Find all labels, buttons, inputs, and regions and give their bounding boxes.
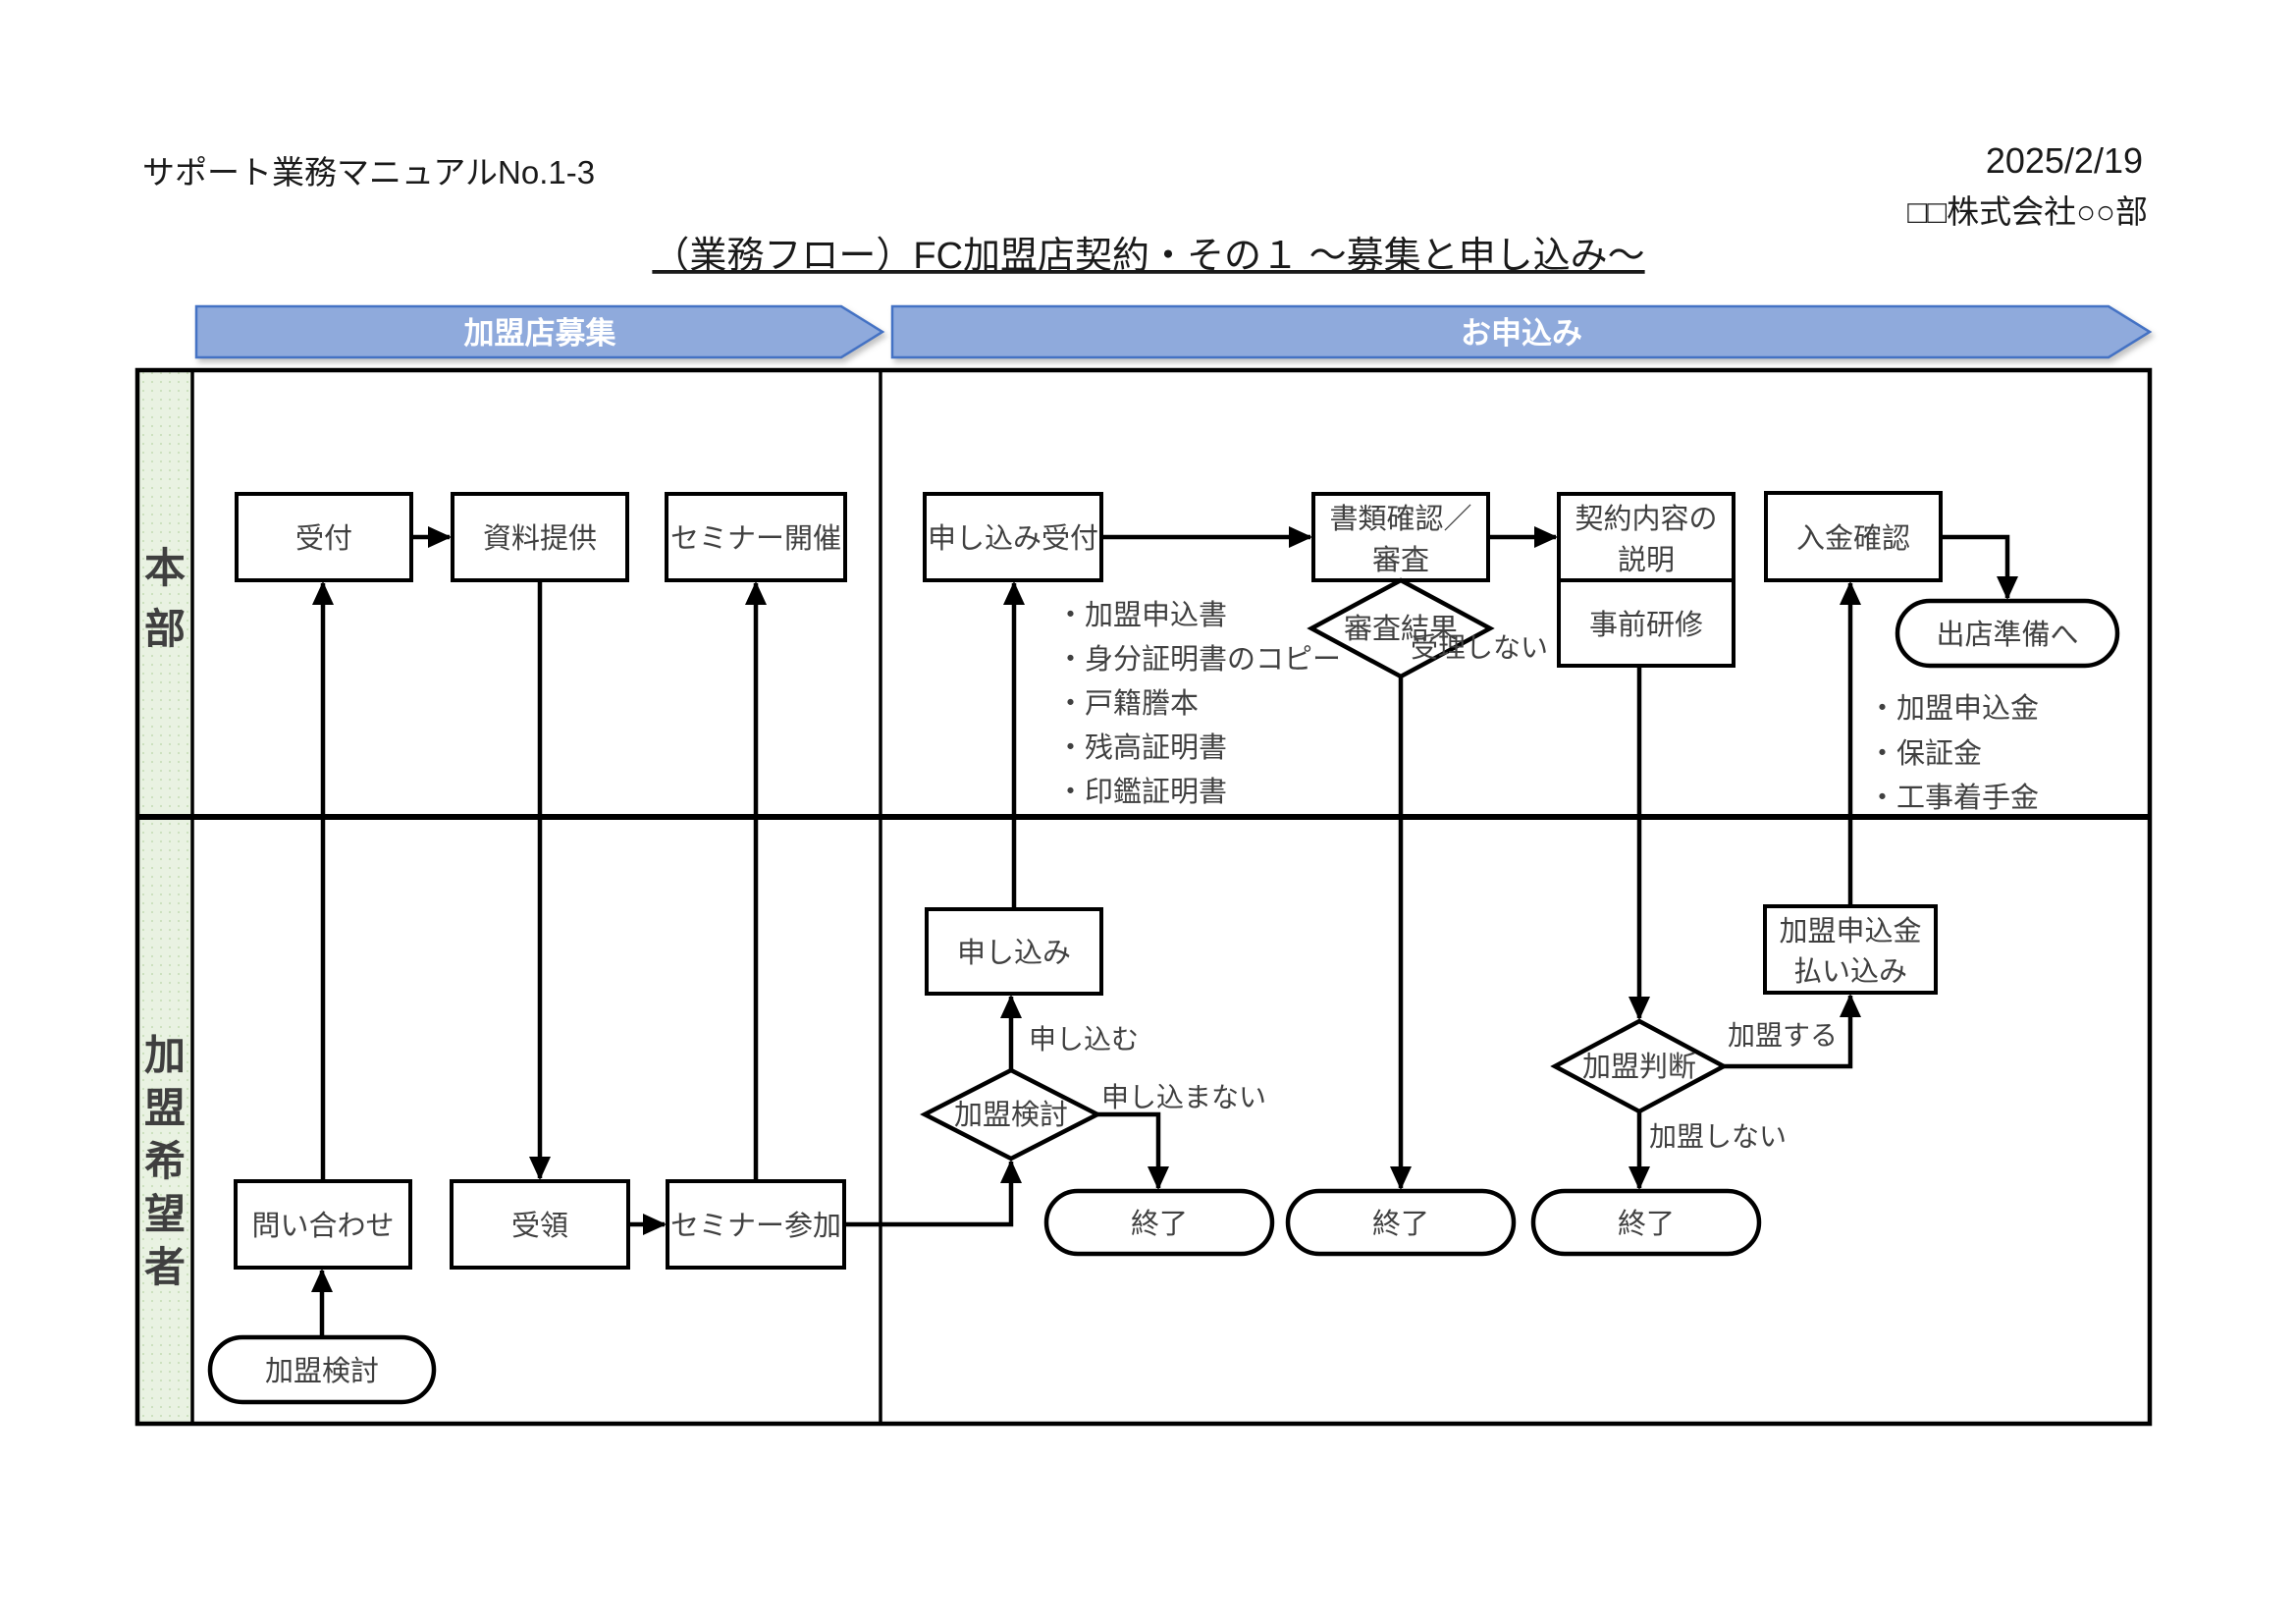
node-reception-label: 受付: [295, 522, 352, 555]
node-application-reception-label: 申し込み受付: [928, 522, 1098, 555]
node-payment-confirmation-label: 入金確認: [1796, 522, 1910, 555]
lane-hq-char-1: 本: [144, 545, 186, 591]
node-join-decision-label: 加盟判断: [1582, 1051, 1696, 1083]
swimlane-frame: [134, 367, 2153, 1427]
node-application-label: 申し込み: [957, 937, 1071, 969]
node-document-check: 書類確認／ 審査: [1311, 492, 1490, 582]
node-application: 申し込み: [925, 907, 1103, 996]
lane-applicant-char-5: 者: [144, 1244, 186, 1290]
lane-applicant-char-1: 加: [144, 1032, 186, 1078]
node-store-preparation: 出店準備へ: [1895, 598, 2120, 669]
node-consider-start-label: 加盟検討: [265, 1355, 379, 1387]
node-end2: 終了: [1285, 1188, 1517, 1257]
node-consider-decision: 加盟検討: [920, 1067, 1102, 1162]
node-document-check-line2: 審査: [1372, 544, 1429, 576]
banner-recruitment: [194, 304, 885, 359]
node-contract-explanation-line1: 契約内容の: [1575, 503, 1717, 535]
edge-payment-confirmation-to-store-preparation: [1941, 534, 2018, 600]
node-pre-training-label: 事前研修: [1589, 609, 1703, 641]
note-application-documents-item: ・戸籍謄本: [1056, 687, 1199, 720]
node-application-reception: 申し込み受付: [923, 492, 1103, 582]
node-consider-start: 加盟検討: [207, 1334, 437, 1405]
node-payment-line2: 払い込み: [1793, 955, 1907, 988]
lane-hq-char-2: 部: [144, 606, 186, 652]
note-payment-items: ・加盟申込金 ・保証金 ・工事着手金: [1868, 692, 2039, 814]
node-end1-label: 終了: [1131, 1208, 1188, 1240]
node-receipt-label: 受領: [511, 1210, 568, 1242]
node-screening-result: 審査結果: [1307, 577, 1495, 679]
node-end2-label: 終了: [1372, 1208, 1429, 1240]
node-reception: 受付: [235, 492, 413, 582]
note-payment-items-item: ・保証金: [1868, 737, 1982, 770]
edge-label-not-join: 加盟しない: [1649, 1121, 1787, 1152]
node-store-preparation-label: 出店準備へ: [1936, 619, 2078, 651]
node-inquiry-label: 問い合わせ: [251, 1210, 394, 1242]
node-seminar-attend-label: セミナー参加: [670, 1210, 841, 1242]
node-seminar-host: セミナー開催: [665, 492, 847, 582]
note-application-documents-item: ・身分証明書のコピー: [1056, 643, 1341, 676]
node-payment-line1: 加盟申込金: [1779, 915, 1921, 947]
edge-join-decision-to-payment: [1724, 994, 1861, 1069]
note-payment-items-item: ・加盟申込金: [1868, 692, 2039, 725]
node-end1: 終了: [1043, 1188, 1275, 1257]
note-application-documents-item: ・印鑑証明書: [1056, 776, 1227, 808]
banner-application-label: お申込み: [1461, 316, 1582, 351]
node-contract-explanation: 契約内容の 説明: [1557, 492, 1735, 582]
doc-number: サポート業務マニュアルNo.1-3: [142, 154, 595, 190]
lane-header-strip-texture: [137, 370, 192, 1424]
node-consider-decision-label: 加盟検討: [954, 1099, 1068, 1131]
lane-applicant-char-2: 盟: [144, 1085, 186, 1131]
node-materials: 資料提供: [451, 492, 629, 582]
lane-label-hq: 本 部: [144, 545, 186, 652]
edge-label-not-apply: 申し込まない: [1101, 1082, 1266, 1112]
note-application-documents-item: ・残高証明書: [1056, 731, 1227, 764]
node-end3-label: 終了: [1618, 1208, 1675, 1240]
node-contract-explanation-line2: 説明: [1618, 544, 1675, 576]
lane-applicant-char-4: 望: [144, 1191, 186, 1237]
page-title: （業務フロー）FC加盟店契約・その１ ～募集と申し込み～: [652, 236, 1644, 277]
edge-label-apply: 申し込む: [1029, 1024, 1139, 1055]
node-document-check-line1: 書類確認／: [1329, 503, 1471, 535]
lane-label-applicant: 加 盟 希 望 者: [144, 1032, 186, 1290]
node-payment-confirmation: 入金確認: [1764, 491, 1943, 582]
banner-application: [890, 304, 2153, 359]
node-receipt: 受領: [450, 1179, 630, 1270]
edge-label-not-accepted: 受理しない: [1411, 632, 1548, 663]
edge-seminar-attend-to-consider-decision: [844, 1160, 1022, 1227]
note-payment-items-item: ・工事着手金: [1868, 782, 2039, 814]
banner-recruitment-label: 加盟店募集: [464, 316, 616, 351]
edge-label-join: 加盟する: [1728, 1020, 1838, 1051]
node-end3: 終了: [1530, 1188, 1762, 1257]
doc-date: 2025/2/19: [1986, 140, 2143, 181]
node-materials-label: 資料提供: [483, 522, 597, 555]
node-seminar-host-label: セミナー開催: [670, 522, 841, 555]
node-screening-result-label: 審査結果: [1344, 613, 1458, 645]
company-name: □□株式会社○○部: [1907, 193, 2148, 230]
node-inquiry: 問い合わせ: [234, 1179, 412, 1270]
edge-consider-decision-to-end1: [1097, 1111, 1169, 1190]
note-application-documents: ・加盟申込書 ・身分証明書のコピー ・戸籍謄本 ・残高証明書 ・印鑑証明書: [1056, 599, 1341, 808]
lane-applicant-char-3: 希: [144, 1138, 186, 1184]
node-seminar-attend: セミナー参加: [666, 1179, 846, 1270]
note-application-documents-item: ・加盟申込書: [1056, 599, 1227, 631]
node-payment: 加盟申込金 払い込み: [1763, 904, 1938, 995]
node-pre-training: 事前研修: [1557, 578, 1735, 668]
node-join-decision: 加盟判断: [1550, 1018, 1729, 1114]
